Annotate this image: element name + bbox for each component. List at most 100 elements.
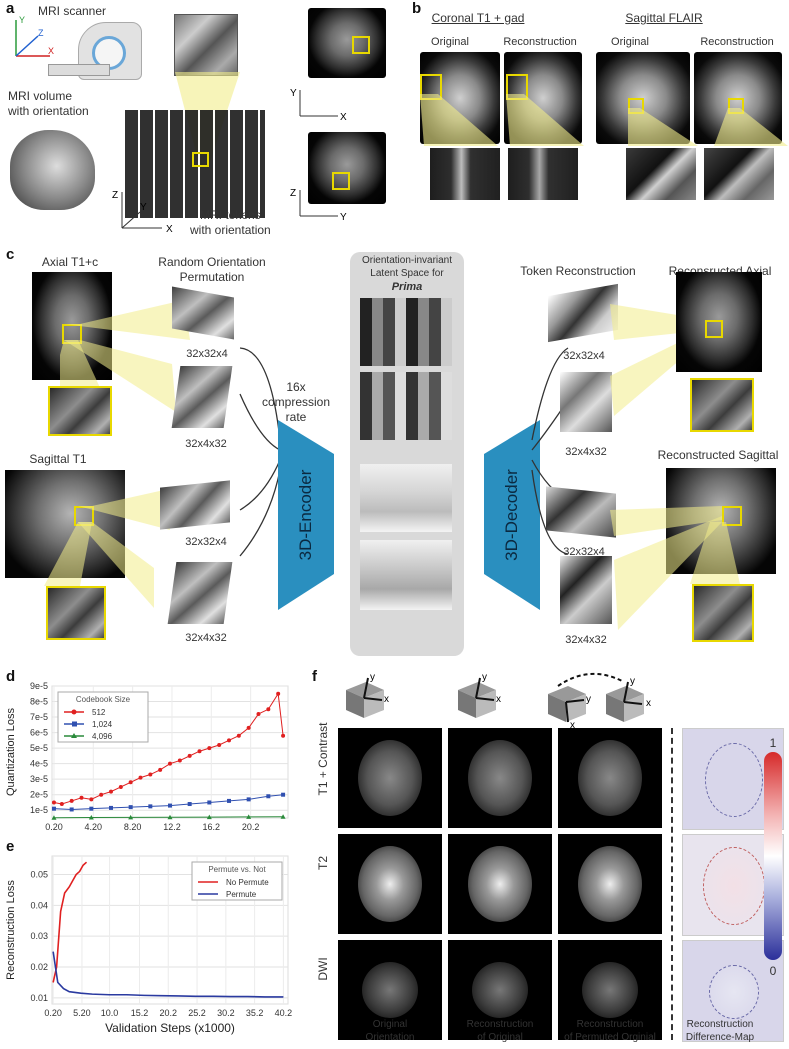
axial-axes-icon: Y X <box>290 86 350 126</box>
data-point <box>89 797 93 801</box>
panel-c-letter: c <box>6 246 14 263</box>
data-point <box>129 805 133 809</box>
legend-title: Codebook Size <box>76 695 131 704</box>
data-point <box>99 793 103 797</box>
cube-recon-icon: yx <box>450 672 510 722</box>
data-point <box>109 806 113 810</box>
x-tick-label: 8.20 <box>124 822 142 832</box>
sagittal-axis-z: Z <box>290 188 296 199</box>
data-point <box>266 707 270 711</box>
x-tick-label: 15.2 <box>131 1008 149 1018</box>
cube-original-icon: yx <box>338 672 398 722</box>
recon-axial-zoom <box>690 378 754 432</box>
data-point <box>168 804 172 808</box>
data-point <box>188 754 192 758</box>
y-tick-label: 2e-5 <box>30 790 48 800</box>
encoder-label: 3D-Encoder <box>296 465 316 565</box>
row-t2: T2 <box>316 808 330 918</box>
coronal-recon-zoom <box>508 148 578 200</box>
x-tick-label: 25.2 <box>188 1008 206 1018</box>
c-token-tile-4 <box>168 562 233 624</box>
token-highlight-box <box>192 152 209 167</box>
cube3-x: x <box>570 720 575 728</box>
data-point <box>198 749 202 753</box>
data-point <box>237 734 241 738</box>
b-recon-1: Reconstruction <box>503 36 576 48</box>
legend-label: No Permute <box>226 878 269 887</box>
flair-orig-zoom <box>626 148 696 200</box>
t1-original <box>338 728 442 828</box>
data-point <box>60 802 64 806</box>
cube2-y: y <box>482 672 487 683</box>
data-point <box>148 804 152 808</box>
x-tick-label: 20.2 <box>160 1008 178 1018</box>
data-point <box>217 743 221 747</box>
c-dims-3: 32x32x4 <box>185 536 227 548</box>
sagittal-t1-label: Sagittal T1 <box>29 452 86 466</box>
cube-permuted-icon: yx yx <box>540 664 660 728</box>
sagittal-axes-icon: Z Y <box>290 184 350 224</box>
y-tick-label: 6e-5 <box>30 728 48 738</box>
data-point <box>70 807 74 811</box>
col-recon: Reconstruction of Original <box>467 1018 534 1044</box>
data-point <box>247 726 251 730</box>
y-tick-label: 4e-5 <box>30 759 48 769</box>
data-point <box>70 799 74 803</box>
data-point <box>227 738 231 742</box>
data-point <box>227 799 231 803</box>
panel-b-letter: b <box>412 0 421 17</box>
c-recon-dims-1: 32x32x4 <box>563 350 605 362</box>
f-divider <box>671 728 673 1040</box>
axial-t1c-label: Axial T1+c <box>42 255 98 269</box>
c-token-tile-2 <box>172 366 233 428</box>
data-point <box>52 807 56 811</box>
cube3-y: y <box>586 694 591 705</box>
y-axis-label: Reconstruction Loss <box>5 880 17 980</box>
t1-recon <box>448 728 552 828</box>
flair-recon-zoom <box>704 148 774 200</box>
latent-grid-4 <box>360 540 452 610</box>
b-recon-2: Reconstruction <box>700 36 773 48</box>
x-tick-label: 0.20 <box>45 822 63 832</box>
data-point <box>129 780 133 784</box>
data-point <box>52 800 56 804</box>
data-point <box>266 794 270 798</box>
token-axes-icon: Z Y X <box>110 188 180 236</box>
c-dims-1: 32x32x4 <box>186 348 228 360</box>
mri-volume-head <box>10 130 95 210</box>
x-tick-label: 35.2 <box>246 1008 264 1018</box>
c-recon-tile-4 <box>560 556 612 624</box>
y-tick-label: 5e-5 <box>30 743 48 753</box>
data-point <box>281 734 285 738</box>
cube4-y: y <box>630 676 635 687</box>
quantization-loss-chart: 1e-52e-53e-54e-55e-56e-57e-58e-59e-50.20… <box>0 672 300 842</box>
data-point <box>158 768 162 772</box>
legend-label: 512 <box>92 708 106 717</box>
data-point <box>109 790 113 794</box>
y-tick-label: 0.01 <box>30 993 48 1003</box>
x-tick-label: 16.2 <box>203 822 221 832</box>
x-tick-label: 5.20 <box>73 1008 91 1018</box>
coronal-title: Coronal T1 + gad <box>432 11 525 25</box>
data-point <box>148 773 152 777</box>
col-diff: Reconstruction Difference-Map <box>686 1018 754 1044</box>
b-original-2: Original <box>611 36 649 48</box>
mri-scanner-illustration <box>48 22 148 82</box>
sagittal-flair-title: Sagittal FLAIR <box>625 11 702 25</box>
legend-marker <box>72 722 77 727</box>
c-recon-dims-4: 32x4x32 <box>565 634 607 646</box>
legend-label: Permute <box>226 890 257 899</box>
cube2-x: x <box>496 694 501 705</box>
c-recon-dims-2: 32x4x32 <box>565 446 607 458</box>
t2-original <box>338 834 442 934</box>
data-point <box>207 800 211 804</box>
b-projection-triangles <box>418 90 788 150</box>
y-axis-label: Quantization Loss <box>5 707 17 796</box>
latent-grid-1 <box>360 298 452 366</box>
latent-model-name: Prima <box>392 281 423 293</box>
b-original-1: Original <box>431 36 469 48</box>
difference-colorbar <box>764 752 782 960</box>
latent-grid-2 <box>360 372 452 440</box>
sagittal-axis-y: Y <box>340 212 347 223</box>
